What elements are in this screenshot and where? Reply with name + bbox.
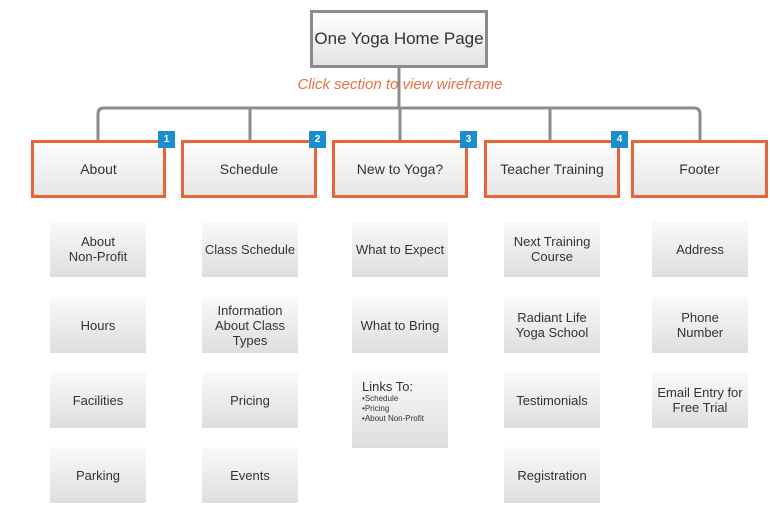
page-label: Testimonials bbox=[516, 392, 588, 408]
page-facilities[interactable]: Facilities bbox=[50, 372, 146, 428]
page-label: Address bbox=[676, 241, 724, 257]
section-label: Schedule bbox=[219, 161, 279, 177]
page-radiant-life-yoga-school[interactable]: Radiant Life Yoga School bbox=[504, 297, 600, 353]
home-page-node[interactable]: One Yoga Home Page bbox=[310, 10, 488, 68]
page-label: Pricing bbox=[230, 392, 270, 408]
section-schedule[interactable]: Schedule bbox=[181, 140, 317, 198]
section-number-badge: 2 bbox=[309, 131, 326, 148]
page-events[interactable]: Events bbox=[202, 447, 298, 503]
section-label: Teacher Training bbox=[500, 161, 604, 177]
instruction-text: Click section to view wireframe bbox=[297, 76, 503, 93]
section-label: New to Yoga? bbox=[356, 161, 444, 177]
home-page-label: One Yoga Home Page bbox=[314, 29, 484, 48]
page-label: Events bbox=[230, 467, 270, 483]
page-label: Hours bbox=[80, 317, 116, 333]
page-email-entry-free-trial[interactable]: Email Entry for Free Trial bbox=[652, 372, 748, 428]
page-label: What to Expect bbox=[355, 241, 445, 257]
link-item: Pricing bbox=[362, 404, 424, 414]
page-testimonials[interactable]: Testimonials bbox=[504, 372, 600, 428]
page-label: Email Entry for Free Trial bbox=[657, 385, 743, 415]
section-number-badge: 4 bbox=[611, 131, 628, 148]
page-address[interactable]: Address bbox=[652, 221, 748, 277]
page-label: Links To: bbox=[362, 379, 414, 394]
page-label: Class Schedule bbox=[204, 241, 296, 257]
links-list: Schedule Pricing About Non-Profit bbox=[362, 394, 424, 424]
page-parking[interactable]: Parking bbox=[50, 447, 146, 503]
page-registration[interactable]: Registration bbox=[504, 447, 600, 503]
section-new-to-yoga[interactable]: New to Yoga? bbox=[332, 140, 468, 198]
page-what-to-expect[interactable]: What to Expect bbox=[352, 221, 448, 277]
section-number-badge: 1 bbox=[158, 131, 175, 148]
section-about[interactable]: About bbox=[31, 140, 166, 198]
page-label: Information About Class Types bbox=[214, 302, 286, 348]
link-item: About Non-Profit bbox=[362, 414, 424, 424]
page-class-schedule[interactable]: Class Schedule bbox=[202, 221, 298, 277]
page-label: Next Training Course bbox=[513, 234, 591, 264]
page-class-types[interactable]: Information About Class Types bbox=[202, 297, 298, 353]
page-what-to-bring[interactable]: What to Bring bbox=[352, 297, 448, 353]
page-links-to[interactable]: Links To: Schedule Pricing About Non-Pro… bbox=[352, 372, 448, 448]
page-label: Radiant Life Yoga School bbox=[515, 310, 589, 340]
section-footer[interactable]: Footer bbox=[631, 140, 768, 198]
page-label: Registration bbox=[517, 467, 587, 483]
section-label: Footer bbox=[679, 161, 720, 177]
page-label: Phone Number bbox=[676, 310, 724, 340]
page-label: What to Bring bbox=[360, 317, 440, 333]
page-label: Parking bbox=[75, 467, 121, 483]
link-item: Schedule bbox=[362, 394, 424, 404]
section-teacher-training[interactable]: Teacher Training bbox=[484, 140, 620, 198]
page-about-non-profit[interactable]: About Non-Profit bbox=[50, 221, 146, 277]
section-number-badge: 3 bbox=[460, 131, 477, 148]
page-label: Facilities bbox=[72, 392, 124, 408]
page-next-training-course[interactable]: Next Training Course bbox=[504, 221, 600, 277]
page-pricing[interactable]: Pricing bbox=[202, 372, 298, 428]
page-label: About Non-Profit bbox=[68, 234, 128, 264]
section-label: About bbox=[80, 161, 117, 177]
page-phone-number[interactable]: Phone Number bbox=[652, 297, 748, 353]
page-hours[interactable]: Hours bbox=[50, 297, 146, 353]
